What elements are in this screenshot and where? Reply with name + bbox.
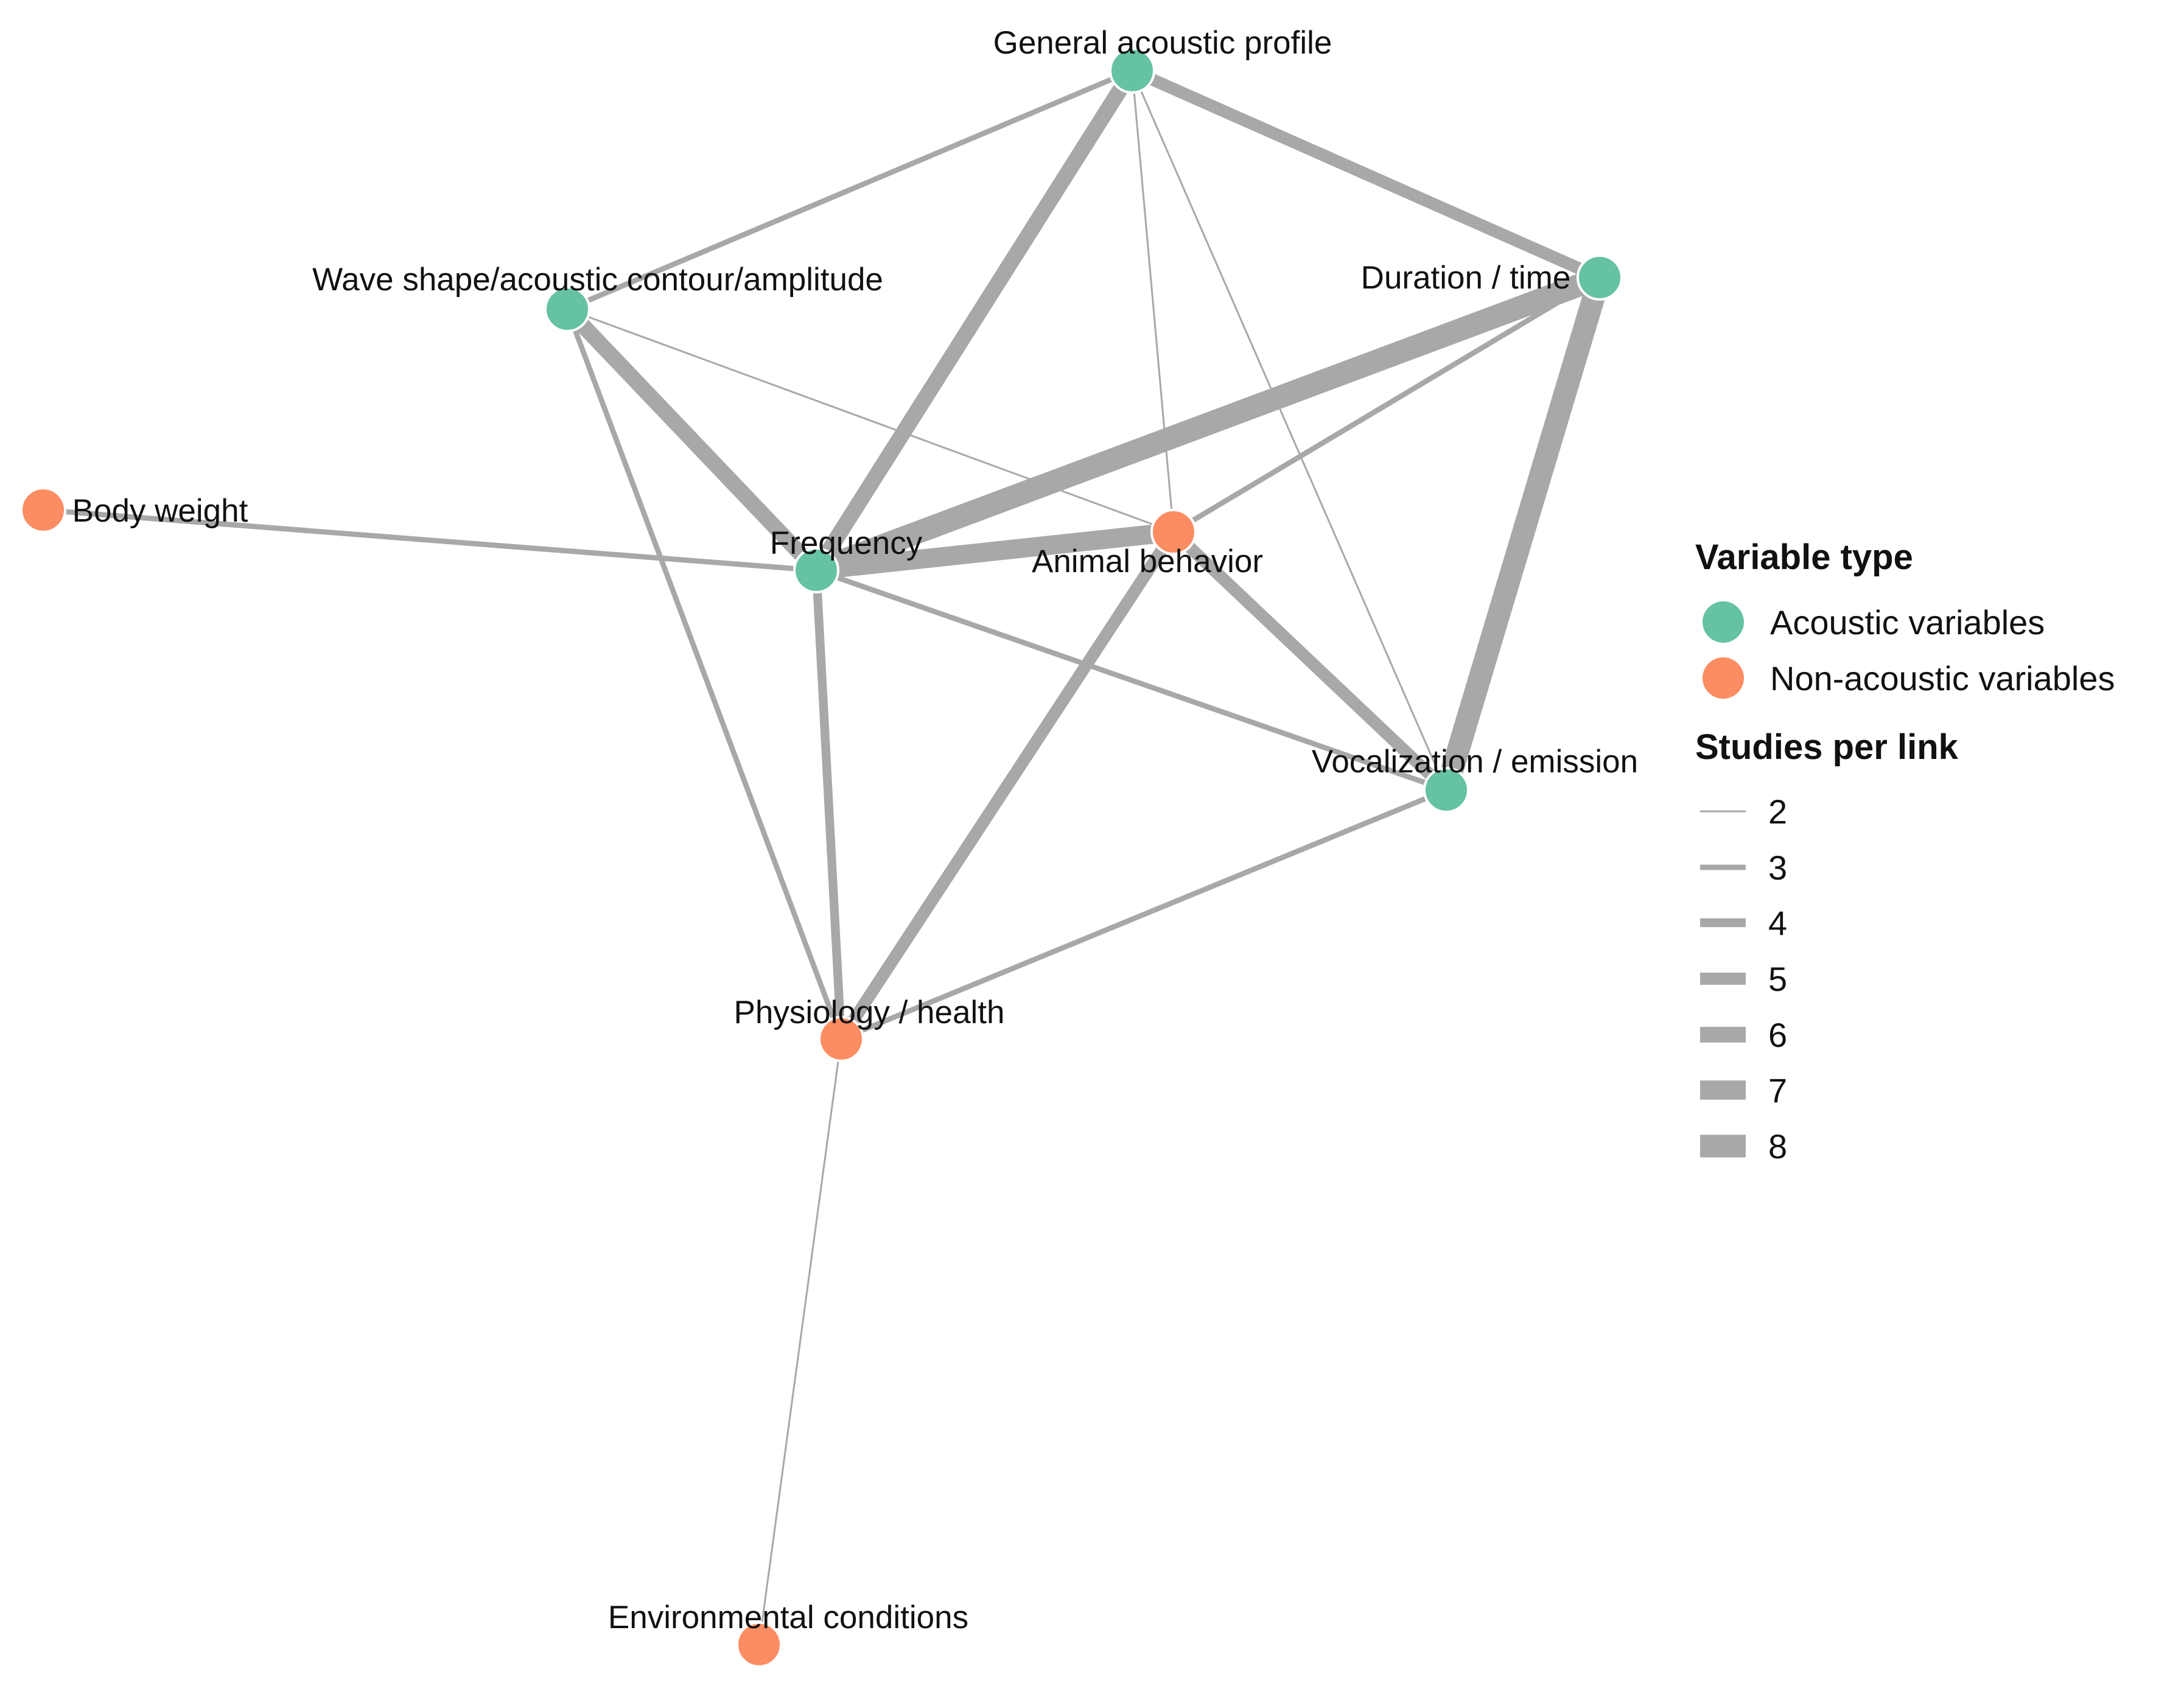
edge-general-animal xyxy=(1131,70,1175,533)
node-animal xyxy=(1150,509,1197,555)
edge-vocal-physio xyxy=(840,787,1447,1042)
legend-non-acoustic-marker xyxy=(1703,657,1744,699)
edge-duration-animal xyxy=(1172,275,1601,534)
edge-frequency-vocal xyxy=(815,567,1447,793)
node-label-wave: Wave shape/acoustic contour/amplitude xyxy=(312,262,883,298)
legend-acoustic-label: Acoustic variables xyxy=(1770,603,2045,642)
edge-general-frequency xyxy=(810,66,1139,575)
node-label-physio: Physiology / health xyxy=(734,995,1005,1030)
node-wave xyxy=(544,286,590,332)
node-label-body: Body weight xyxy=(72,493,248,529)
edge-general-vocal xyxy=(1131,70,1447,791)
edge-general-duration xyxy=(1129,65,1603,284)
edge-general-wave xyxy=(566,68,1133,312)
edge-frequency-physio xyxy=(811,570,846,1040)
legend-width-4-label: 4 xyxy=(1768,904,1787,942)
edge-duration-vocal xyxy=(1435,274,1611,794)
edge-wave-animal xyxy=(567,308,1174,533)
node-physio xyxy=(818,1016,864,1062)
edge-animal-vocal xyxy=(1169,527,1451,795)
edge-wave-physio xyxy=(564,308,844,1040)
node-label-duration: Duration / time xyxy=(1361,260,1571,296)
legend-studies-title: Studies per link xyxy=(1695,727,1959,767)
node-env xyxy=(736,1621,782,1668)
legend-width-5-label: 5 xyxy=(1768,960,1787,998)
edge-layer xyxy=(43,65,1611,1645)
node-vocal xyxy=(1423,767,1469,813)
node-label-frequency: Frequency xyxy=(770,525,923,561)
node-frequency xyxy=(793,547,839,593)
legend-variable-type-title: Variable type xyxy=(1695,537,1913,577)
edge-frequency-animal xyxy=(815,522,1175,580)
edge-duration-frequency xyxy=(812,267,1604,581)
legend-width-6-label: 6 xyxy=(1768,1016,1787,1054)
node-general xyxy=(1109,47,1155,94)
legend-non-acoustic-label: Non-acoustic variables xyxy=(1770,659,2115,698)
legend-width-2-label: 2 xyxy=(1768,792,1787,831)
node-label-vocal: Vocalization / emission xyxy=(1312,744,1638,780)
node-layer xyxy=(20,47,1623,1668)
node-duration xyxy=(1577,254,1623,301)
node-label-env: Environmental conditions xyxy=(608,1600,968,1635)
node-label-animal: Animal behavior xyxy=(1032,544,1263,579)
edge-wave-frequency xyxy=(561,304,822,576)
edge-body-frequency xyxy=(43,507,817,573)
legend: Variable type Acoustic variables Non-aco… xyxy=(1695,537,2115,1166)
legend-width-3-label: 3 xyxy=(1768,848,1787,887)
legend-width-8-label: 8 xyxy=(1768,1127,1787,1166)
edge-physio-env xyxy=(758,1038,842,1645)
edge-animal-physio xyxy=(836,528,1179,1043)
legend-acoustic-marker xyxy=(1703,601,1744,643)
node-body xyxy=(20,487,66,533)
node-label-general: General acoustic profile xyxy=(993,25,1332,61)
legend-width-7-label: 7 xyxy=(1768,1071,1787,1110)
